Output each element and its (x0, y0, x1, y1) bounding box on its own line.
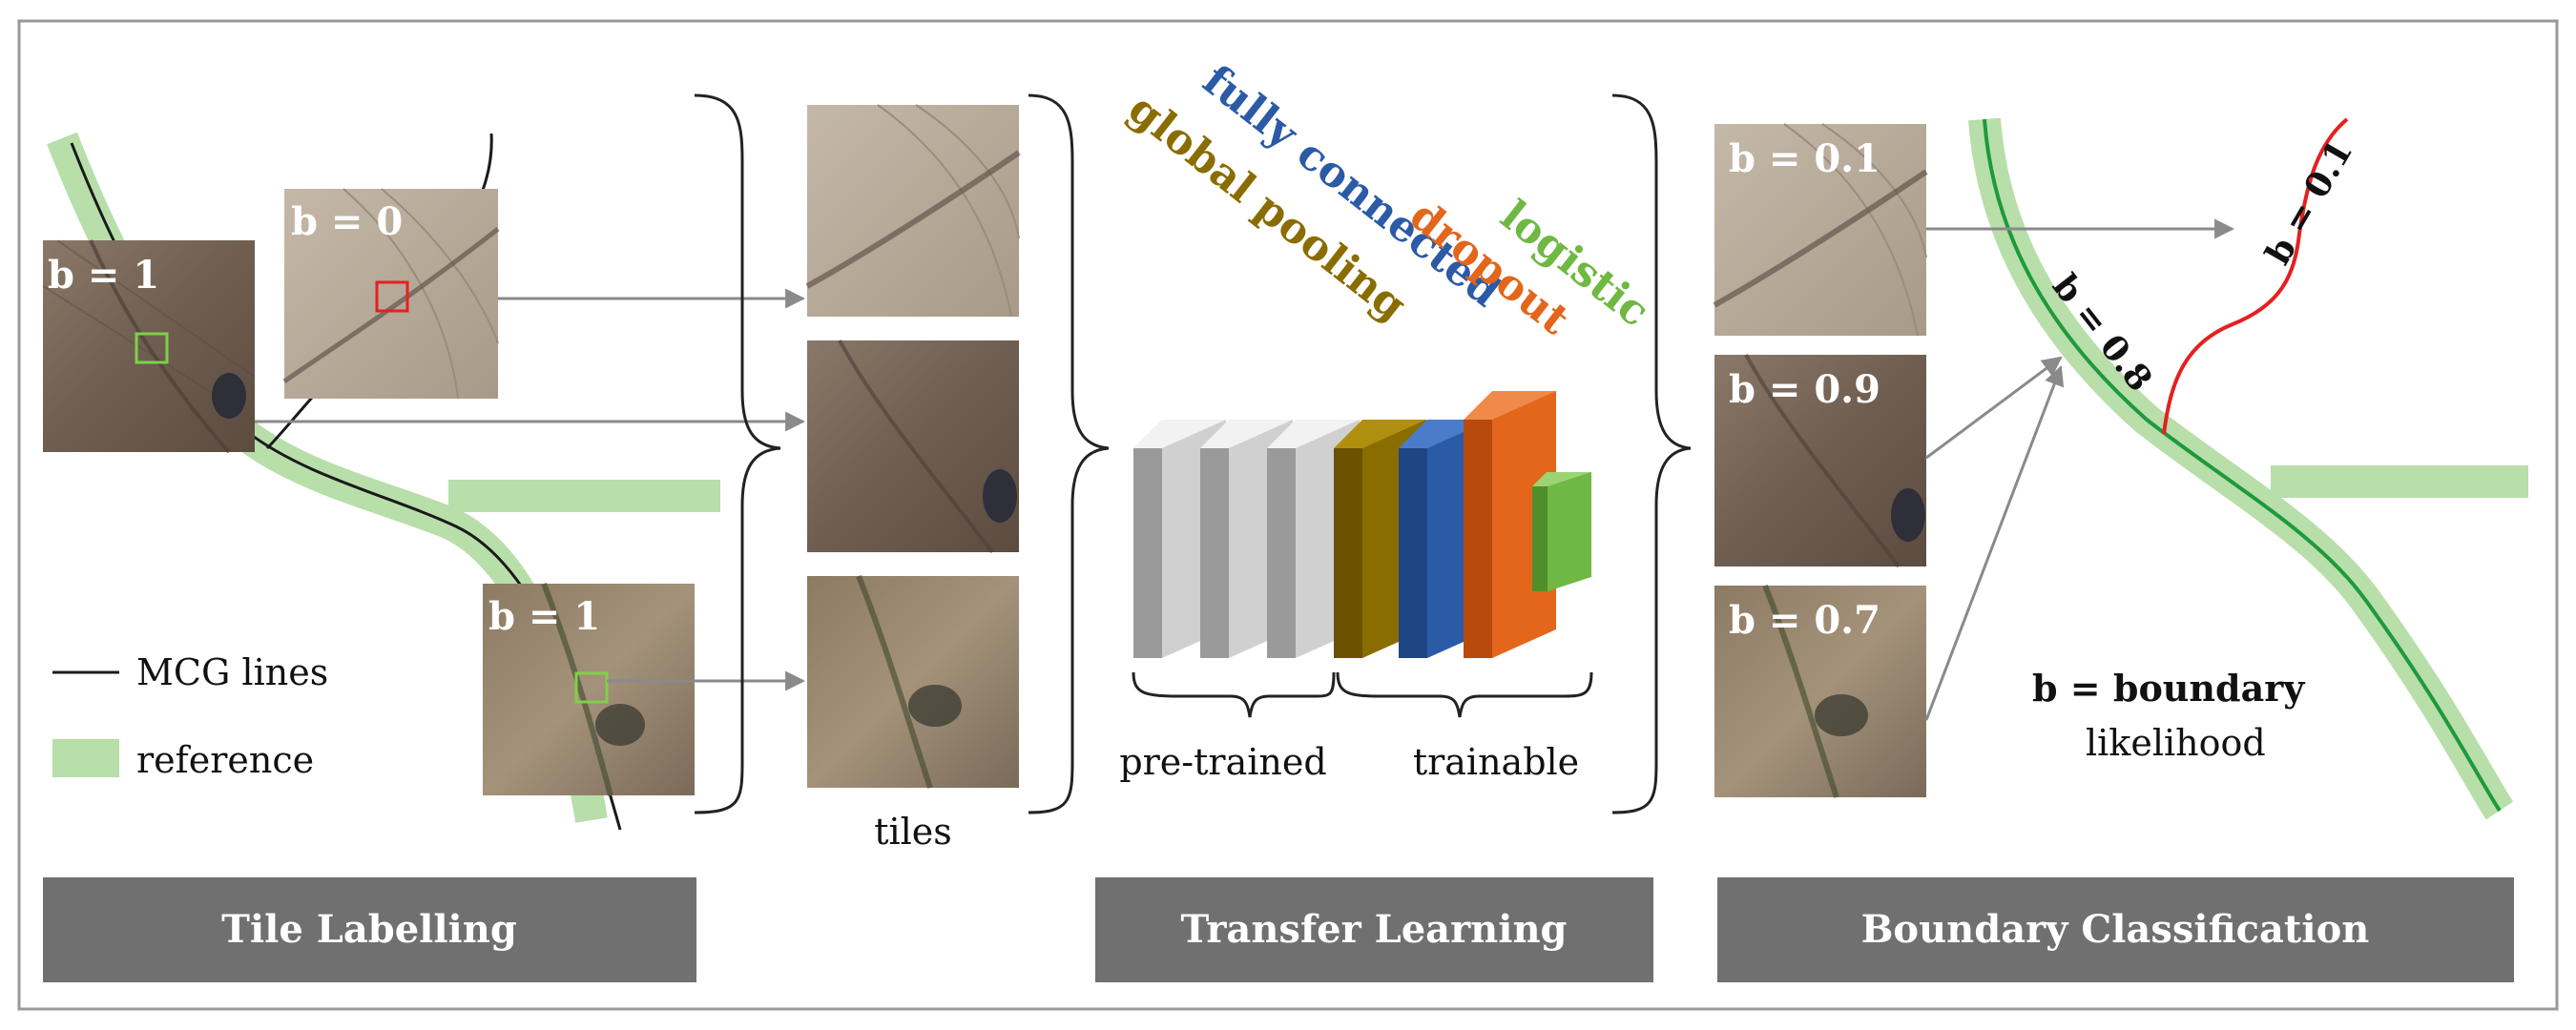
tile-left-marker (135, 332, 169, 364)
class-tile-1-label: b = 0.1 (1729, 136, 1880, 181)
tile-mid-3 (807, 576, 1019, 788)
brace-after-network (1611, 93, 1692, 814)
legend-mcg-label: MCG lines (136, 651, 328, 693)
tile-left-shrub (212, 373, 246, 419)
section-title-boundary-classification: Boundary Classification (1861, 907, 2370, 952)
tile-bottom-shrub (595, 704, 645, 746)
class-tile-3-boundary (1762, 584, 1839, 798)
class-tile-3 (1714, 586, 1926, 797)
legend-reference-swatch (52, 739, 119, 777)
definition-line-2: likelihood (2086, 722, 2266, 764)
class-tile-2 (1714, 355, 1926, 566)
tile-bottom (483, 584, 695, 795)
tiles-column: tiles (805, 104, 1021, 853)
class-tile-3-shrub (1815, 694, 1868, 736)
tile-bottom-marker (574, 671, 609, 704)
tile-top-arcs (343, 188, 499, 400)
trainable-label: trainable (1413, 741, 1579, 783)
section-bar-transfer-learning (1095, 877, 1653, 982)
tile-top (284, 189, 498, 399)
brace-right-of-tiles (1028, 93, 1110, 814)
section-title-transfer-learning: Transfer Learning (1181, 907, 1568, 952)
tile-mid-2-shrub (983, 469, 1017, 523)
class-tile-3-label: b = 0.7 (1729, 598, 1880, 643)
section-bar-boundary-classification (1717, 877, 2514, 982)
tile-mid-1 (807, 105, 1019, 317)
logistic-block (1532, 472, 1591, 591)
tile-top-marker (375, 280, 409, 313)
tile-left-boundary (89, 239, 231, 454)
tile-bottom-label: b = 1 (488, 594, 600, 639)
class-tile-2-label: b = 0.9 (1729, 367, 1880, 412)
tile-top-boundary (282, 227, 500, 384)
tile-mid-2 (807, 340, 1019, 552)
tile-labelling-panel: b = 1 b = 0 b = 1 MCG lines reference (42, 132, 720, 831)
section-bar-tile-labelling (43, 877, 696, 982)
class-tile-2-shrub (1891, 488, 1925, 542)
legend-reference-label: reference (136, 739, 314, 781)
class-tile-2-boundary (1744, 354, 1901, 568)
tile-mid-3-boundary (856, 574, 933, 789)
class-tile-1 (1714, 124, 1926, 336)
definition-line-1: b = boundary (2032, 667, 2305, 710)
boundary-green-line (1983, 118, 2502, 813)
class-tile-1-boundary (1713, 169, 1928, 308)
arrow-class-2 (1925, 356, 2063, 460)
brace-left-of-tiles (694, 93, 781, 814)
tile-mid-2-boundary (838, 340, 994, 554)
tile-left-label: b = 1 (48, 253, 159, 298)
boundary-red-line (2162, 117, 2349, 435)
section-title-tile-labelling: Tile Labelling (221, 907, 517, 952)
tile-mid-3-shrub (908, 685, 962, 727)
arrow-class-3 (1924, 365, 2065, 721)
tile-top-label: b = 0 (291, 199, 403, 244)
pretrained-label: pre-trained (1119, 741, 1326, 783)
tile-mid-1-boundary (805, 150, 1021, 289)
brace-trainable (1336, 671, 1593, 718)
brace-pretrained (1132, 671, 1336, 718)
tile-bottom-boundary (541, 582, 613, 796)
tiles-label: tiles (874, 811, 952, 853)
